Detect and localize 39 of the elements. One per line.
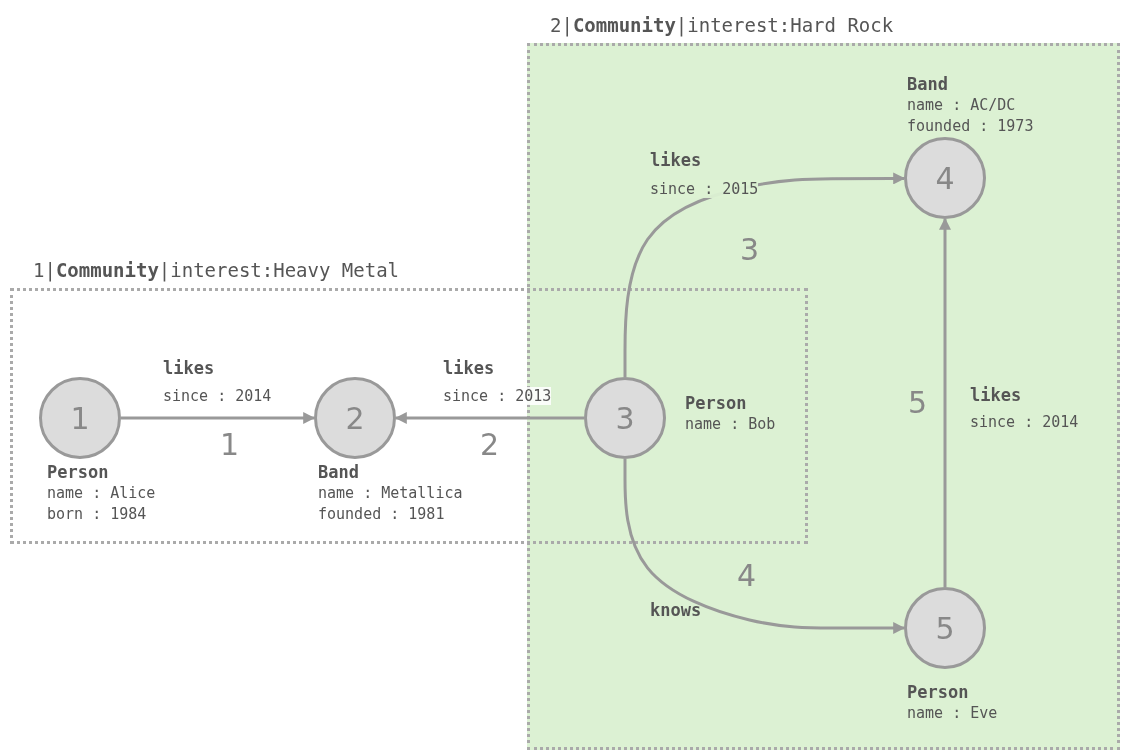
property-text: born : 1984	[47, 504, 148, 525]
node-number: 4	[935, 160, 955, 196]
edge-number: 4	[737, 558, 757, 593]
property-text: since : 2013	[443, 387, 552, 405]
node-type-label: Person	[907, 682, 970, 703]
edge-label: likes	[163, 358, 215, 378]
property-text: name : Bob	[685, 414, 776, 435]
arrow	[623, 172, 906, 377]
node-number: 1	[70, 400, 90, 436]
node-type-label: Band	[907, 74, 949, 95]
edge-number: 1	[220, 427, 240, 462]
arrow	[121, 412, 316, 424]
node-number: 2	[345, 400, 365, 436]
community-heading: 2|Community|interest:Hard Rock	[550, 14, 894, 36]
property-text: name : Metallica	[318, 483, 463, 504]
edge-label: likes	[443, 358, 495, 378]
property-text: founded : 1981	[318, 504, 446, 525]
node-type-label: Band	[318, 462, 360, 483]
edge-label: likes	[650, 150, 702, 170]
edge-number: 5	[908, 385, 928, 420]
node-number: 3	[615, 400, 635, 436]
property-text: since : 2014	[970, 413, 1079, 431]
property-text: name : AC/DC	[907, 95, 1017, 116]
arrow	[394, 412, 584, 424]
arrow	[623, 459, 906, 634]
community-heading: 1|Community|interest:Heavy Metal	[33, 259, 400, 281]
edge-number: 2	[480, 427, 500, 462]
property-text: founded : 1973	[907, 116, 1034, 137]
property-text: name : Eve	[907, 703, 998, 724]
property-text: since : 2015	[650, 180, 759, 198]
edge-number: 3	[740, 232, 760, 267]
property-text: since : 2014	[163, 387, 272, 405]
arrow	[939, 217, 951, 587]
node-type-label: Person	[685, 393, 748, 414]
property-text: name : Alice	[47, 483, 156, 504]
node-number: 5	[935, 610, 955, 646]
node-type-label: Person	[47, 462, 110, 483]
edge-label: knows	[650, 600, 702, 620]
edge-label: likes	[970, 385, 1022, 405]
